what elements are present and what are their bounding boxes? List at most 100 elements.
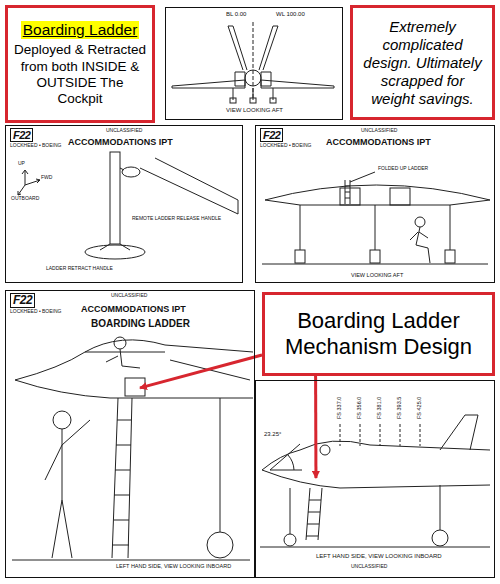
callout-text: Boarding Ladder Mechanism Design [270, 308, 487, 361]
part-label: LADDER RETRACT HANDLE [46, 266, 113, 272]
company-name: LOCKHEED • BOEING [10, 143, 61, 149]
side-view-stations [260, 415, 490, 547]
side-view-boarding-stroke [12, 560, 250, 561]
axis-label: UP [18, 161, 25, 167]
side-view-stations-stroke [432, 530, 448, 546]
side-view-boarding-stroke [106, 349, 140, 368]
view-label: VIEW LOOKING AFT [351, 272, 403, 278]
station-label: FS 425.0 [416, 397, 422, 419]
ladder-handle-detail-stroke [18, 185, 25, 195]
angle-label: 23.25° [264, 431, 281, 438]
side-view-stations-stroke [270, 444, 302, 470]
view-label: VIEW LOOKING AFT [226, 107, 283, 114]
drawing-panel: F22LOCKHEED • BOEING UNCLASSIFIED ACCOMMOD… [5, 125, 243, 283]
aft-view-aircraft-stroke [445, 250, 455, 263]
view-label: LEFT HAND SIDE, VIEW LOOKING INBOARD [316, 553, 442, 560]
ladder-handle-detail-stroke [85, 245, 145, 259]
aft-view-aircraft [262, 172, 490, 264]
ladder-handle-detail-stroke [120, 168, 124, 170]
side-view-stations-stroke [320, 445, 330, 455]
side-view-stations-stroke [260, 547, 490, 548]
side-view-boarding-stroke [45, 420, 90, 558]
side-view-stations-stroke [284, 534, 296, 546]
station-label: FS 337.0 [336, 397, 342, 419]
callout-arrow [314, 376, 317, 478]
note-text: Deployed & Retracted from both INSIDE & … [13, 42, 147, 107]
heading: Boarding Ladder [21, 21, 140, 40]
reference-label: BL 0.00 [226, 11, 246, 18]
ladder-handle-detail-stroke [100, 244, 130, 250]
side-view-stations-stroke [290, 488, 291, 534]
side-view-boarding-stroke [15, 340, 253, 380]
callout-box: Boarding Ladder Mechanism Design [262, 292, 495, 376]
side-view-boarding-stroke [15, 380, 253, 398]
company-name: LOCKHEED • BOEING [10, 309, 61, 315]
panel-heading: ACCOMMODATIONS IPT [326, 138, 431, 148]
front-view-aircraft [172, 22, 334, 103]
side-view-boarding [12, 337, 253, 560]
logo-text: F22 [10, 293, 35, 308]
aft-view-aircraft-stroke [350, 172, 375, 182]
side-view-stations-stroke [306, 488, 322, 540]
note-text: Extremely complicated design. Ultimately… [358, 18, 487, 108]
station-label: FS 356.0 [356, 397, 362, 419]
ladder-handle-detail-stroke [110, 152, 120, 244]
aft-view-aircraft-stroke [262, 264, 488, 265]
note-box: Extremely complicated design. Ultimately… [350, 5, 495, 120]
panel-heading: ACCOMMODATIONS IPT [81, 305, 186, 315]
front-view-aircraft-stroke [270, 98, 276, 103]
ladder-handle-detail-stroke [22, 170, 28, 185]
drawing-panel: F22LOCKHEED • BOEING UNCLASSIFIED ACCOMMOD… [255, 125, 495, 283]
axis-label: FWD [41, 175, 52, 181]
side-view-stations-stroke [262, 441, 490, 470]
aft-view-aircraft-stroke [345, 180, 350, 204]
station-label: FS 393.5 [396, 397, 402, 419]
aft-view-aircraft-stroke [265, 185, 490, 200]
company-name: LOCKHEED • BOEING [260, 143, 311, 149]
side-view-stations-stroke [288, 455, 294, 470]
note-box: Boarding LadderDeployed & Retracted from… [5, 5, 155, 123]
classification-marking: UNCLASSIFIED [106, 128, 142, 134]
classification-marking: UNCLASSIFIED [351, 564, 387, 570]
front-view-aircraft-stroke [230, 98, 236, 103]
classification-marking: UNCLASSIFIED [361, 128, 397, 134]
aft-view-aircraft-stroke [410, 227, 430, 263]
front-view-aircraft-stroke [172, 80, 334, 88]
side-view-boarding-stroke [114, 337, 126, 349]
ladder-handle-detail-stroke [122, 167, 140, 177]
logo-text: F22 [10, 128, 33, 142]
classification-marking: UNCLASSIFIED [111, 293, 147, 299]
aft-view-aircraft-stroke [370, 250, 380, 263]
front-view-aircraft-stroke [228, 26, 278, 70]
part-label: FOLDED UP LADDER [378, 166, 428, 172]
side-view-stations-stroke [262, 470, 490, 488]
view-label: LEFT HAND SIDE, VIEW LOOKING INBOARD [116, 563, 231, 569]
panel-heading: ACCOMMODATIONS IPT [68, 138, 173, 148]
aft-view-aircraft-stroke [300, 205, 450, 250]
side-view-stations-stroke [440, 485, 441, 530]
front-view-aircraft-stroke [235, 72, 271, 86]
panel-title: BOARDING LADDER [91, 318, 190, 329]
aft-view-aircraft-stroke [390, 188, 410, 205]
ladder-handle-detail-stroke [25, 179, 40, 185]
front-view-aircraft-stroke [245, 70, 261, 86]
logo-text: F22 [260, 128, 283, 142]
aft-view-aircraft-stroke [265, 200, 490, 205]
part-label: REMOTE LADDER RELEASE HANDLE [132, 216, 221, 222]
side-view-boarding-stroke [112, 398, 132, 558]
aft-view-aircraft-stroke [415, 217, 425, 227]
reference-label: WL 100.00 [276, 11, 305, 18]
side-view-boarding-stroke [207, 532, 233, 558]
callout-arrow [140, 355, 262, 388]
ladder-handle-detail-stroke [140, 158, 238, 214]
drawing-panel: BL 0.00 WL 100.00VIEW LOOKING AFT [165, 7, 343, 120]
station-label: FS 381.0 [376, 397, 382, 419]
drawing-panel: FS 337.0 FS 356.0 FS 381.0 FS 393.5 FS 425.0… [255, 380, 495, 578]
front-view-aircraft-stroke [253, 22, 254, 98]
axis-label: OUTBOARD [11, 196, 39, 202]
side-view-stations-stroke [340, 424, 420, 446]
aft-view-aircraft-stroke [295, 250, 305, 263]
side-view-boarding-stroke [113, 420, 131, 545]
front-view-aircraft-stroke [250, 98, 256, 103]
drawing-panel: F22LOCKHEED • BOEING UNCLASSIFIED ACCOMMOD… [5, 290, 255, 578]
